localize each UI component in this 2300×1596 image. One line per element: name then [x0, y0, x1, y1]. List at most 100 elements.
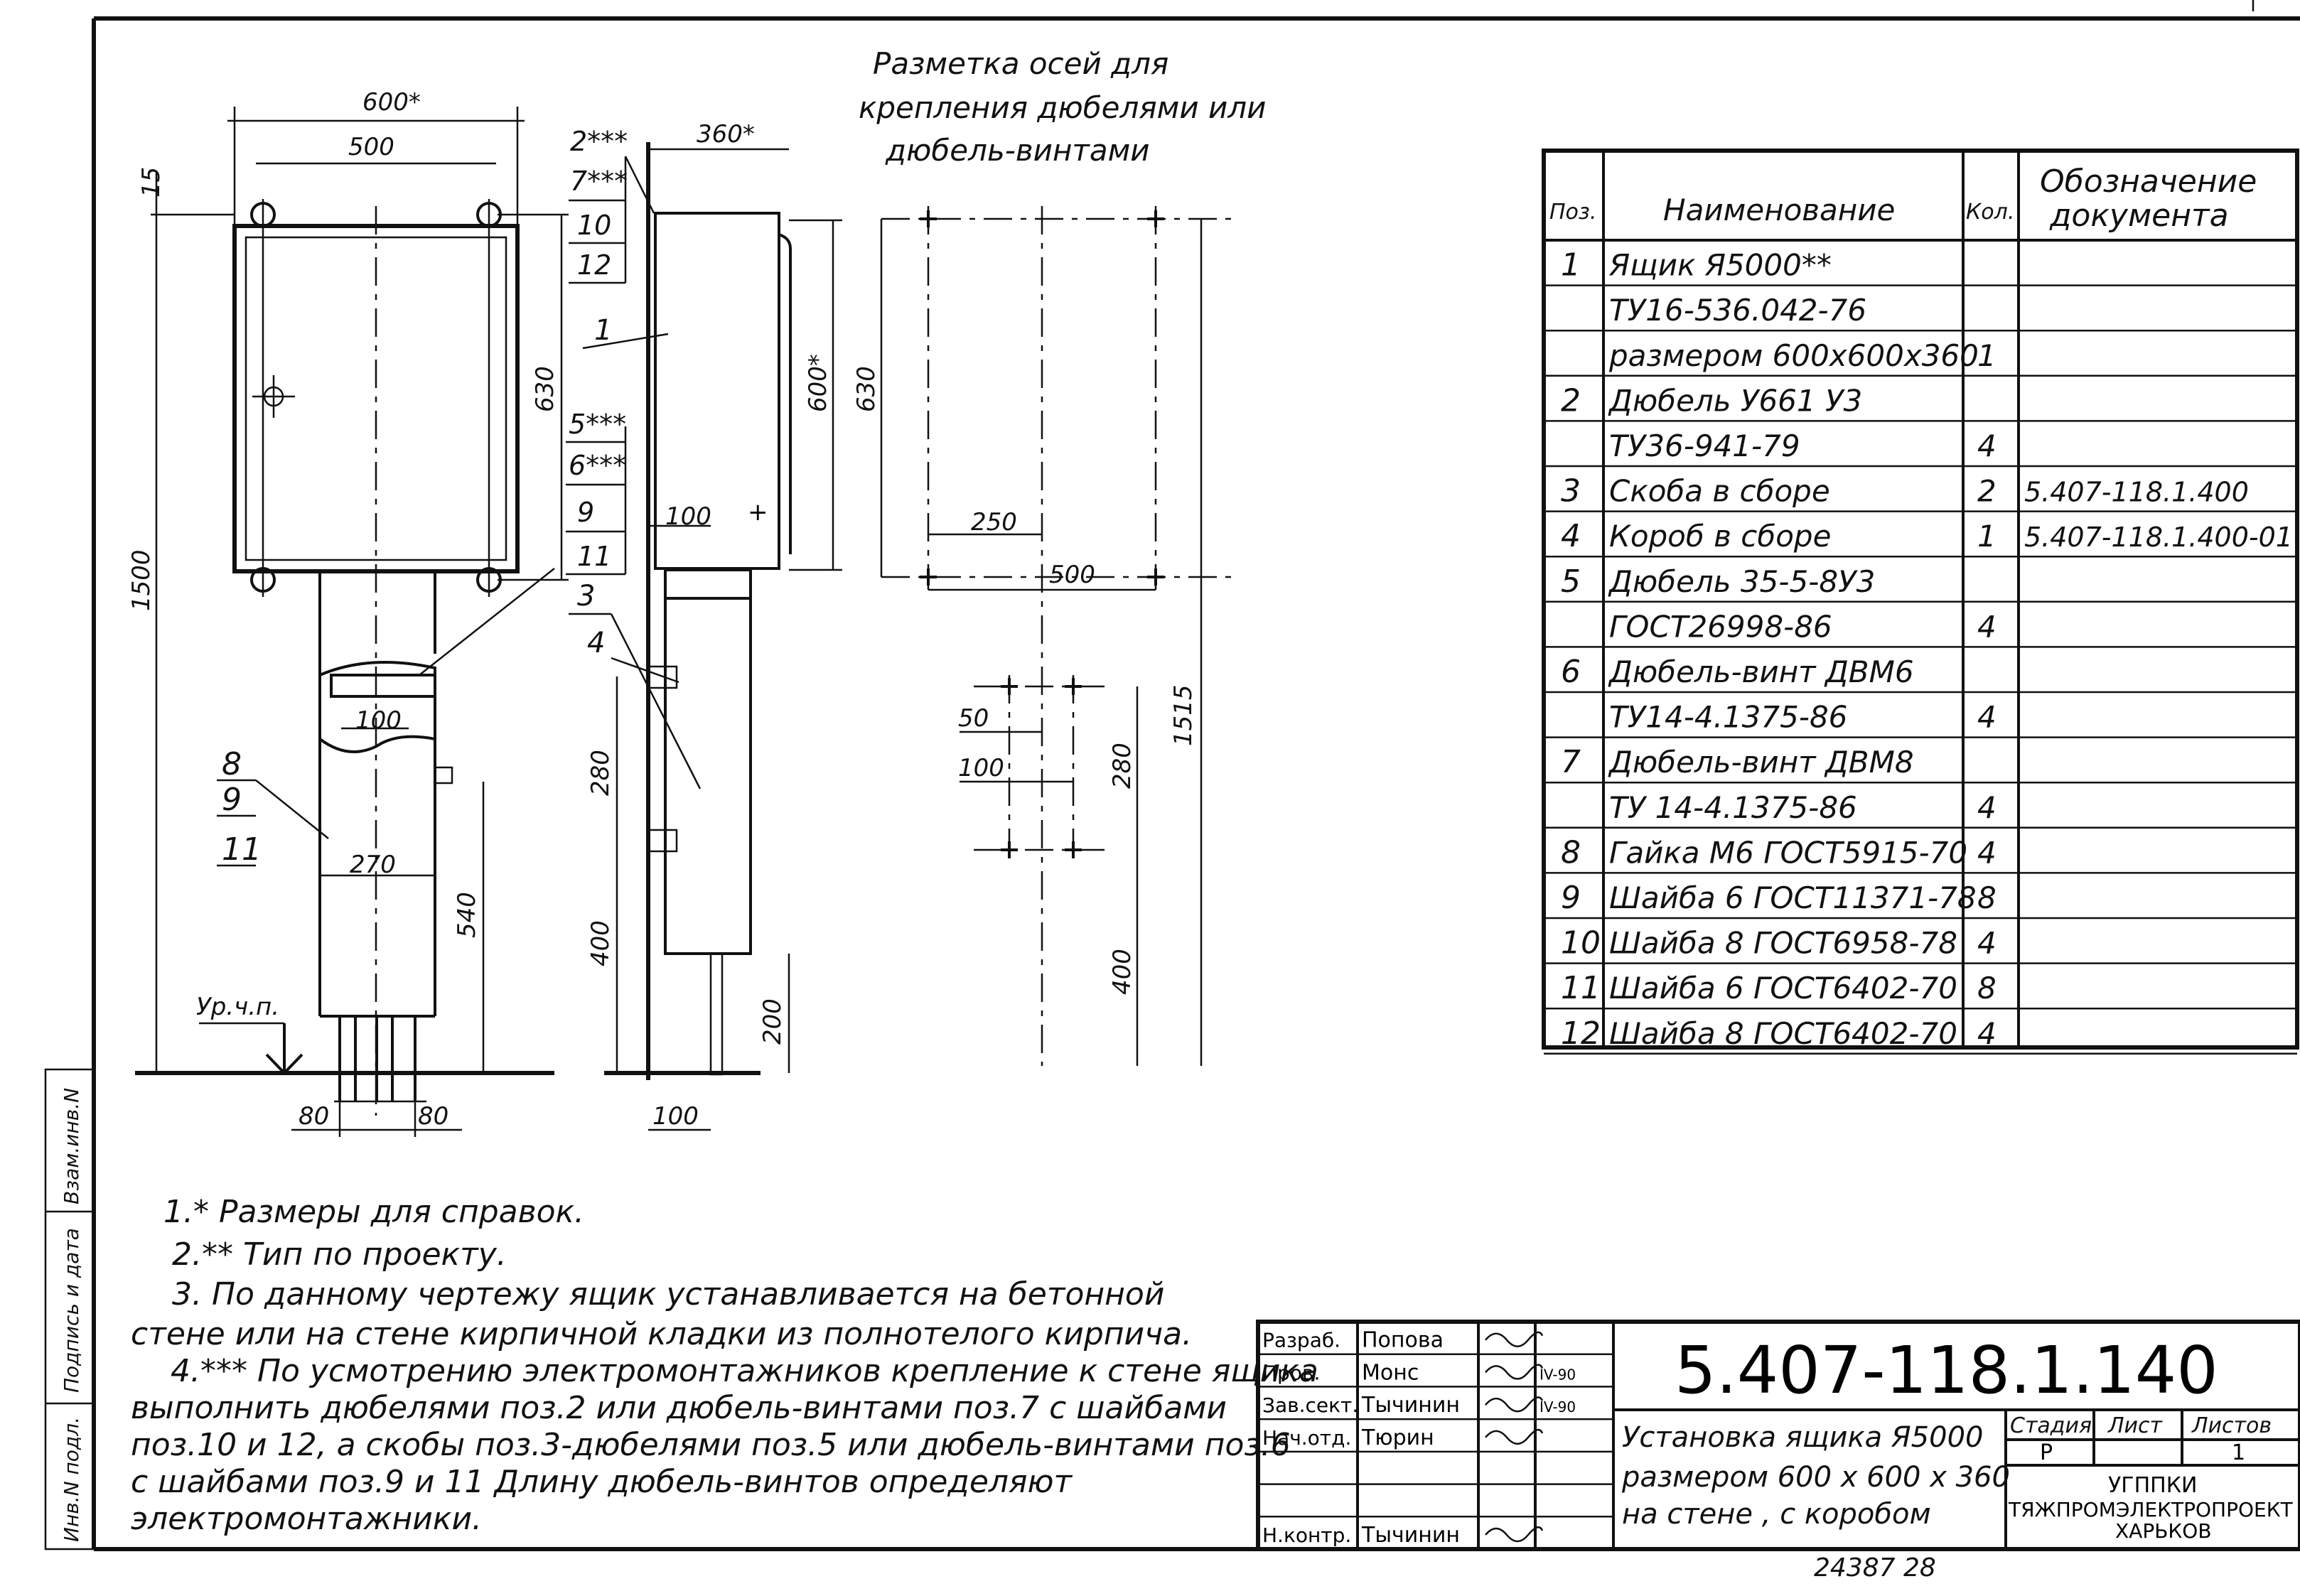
callout-8: 8 — [222, 746, 242, 782]
signature-mark — [1485, 1428, 1544, 1445]
stamp-inv: Инв.N подл. — [60, 1417, 83, 1542]
tb-role: Зав.сект. — [1262, 1393, 1358, 1417]
spec-cell-pos: 3 — [1561, 473, 1581, 509]
spec-header-pos: Поз. — [1549, 200, 1596, 225]
dim-630-markup: 630 — [852, 366, 881, 412]
spec-cell-name: ГОСТ26998-86 — [1609, 609, 1832, 644]
title-line-1: Установка ящика Я5000 — [1622, 1421, 1983, 1454]
side-callouts: 2*** 7*** 10 12 1 5*** 6*** 9 11 3 4 — [566, 126, 702, 789]
spec-cell-name: Дюбель-винт ДВМ8 — [1608, 745, 1914, 780]
spec-cell-pos: 7 — [1561, 744, 1581, 780]
dim-100-markup: 100 — [958, 754, 1004, 782]
dim-15: 15 — [137, 167, 166, 198]
spec-cell-doc: 5.407-118.1.400 — [2024, 477, 2249, 508]
spec-cell-qty: 4 — [1977, 700, 1997, 735]
dim-600-side: 600* — [804, 354, 832, 412]
dim-50: 50 — [958, 704, 989, 733]
dim-250: 250 — [971, 508, 1017, 537]
note-5: 4.*** По усмотрению электромонтажников к… — [171, 1353, 1318, 1389]
callout-3: 3 — [577, 580, 595, 613]
markup-axes: Разметка осей для крепления дюбелями или… — [852, 46, 1266, 1066]
dim-400-side: 400 — [586, 920, 615, 966]
sheets-label: Листов — [2191, 1413, 2272, 1438]
org-line-2: ТЯЖПРОМЭЛЕКТРОПРОЕКТ — [2008, 1498, 2294, 1521]
callout-11: 11 — [222, 831, 262, 868]
spec-cell-name: ТУ 14-4.1375-86 — [1609, 790, 1857, 825]
signature-mark — [1485, 1331, 1544, 1347]
tb-role: Разраб. — [1262, 1329, 1340, 1352]
spec-header-name: Наименование — [1663, 193, 1895, 227]
callout-1: 1 — [594, 314, 612, 347]
callout-12: 12 — [577, 249, 611, 281]
spec-cell-name: Шайба 8 ГОСТ6402-70 — [1609, 1016, 1957, 1051]
dim-1515: 1515 — [1169, 684, 1198, 746]
markup-title-1: Разметка осей для — [873, 46, 1168, 81]
markup-title-3: дюбель-винтами — [885, 133, 1150, 168]
sheets-value: 1 — [2232, 1440, 2245, 1465]
spec-cell-qty: 1 — [1977, 519, 1997, 554]
org-line-3: ХАРЬКОВ — [2115, 1519, 2212, 1543]
dim-80a: 80 — [299, 1102, 329, 1131]
spec-cell-name: ТУ16-536.042-76 — [1609, 293, 1866, 328]
dim-500: 500 — [348, 133, 394, 161]
dim-280-side: 280 — [586, 750, 615, 796]
spec-cell-pos: 2 — [1561, 382, 1581, 419]
stage-value: Р — [2040, 1440, 2053, 1465]
spec-cell-pos: 8 — [1561, 834, 1581, 870]
spec-cell-name: Шайба 8 ГОСТ6958-78 — [1609, 926, 1957, 961]
spec-cell-name: Дюбель У661 У3 — [1608, 383, 1862, 418]
spec-cell-pos: 4 — [1561, 518, 1581, 554]
dim-270: 270 — [350, 851, 396, 879]
stamp-sign: Подпись и дата — [60, 1228, 83, 1393]
signature-mark — [1485, 1526, 1544, 1543]
signature-mark — [1485, 1396, 1544, 1413]
spec-cell-qty: 4 — [1977, 609, 1997, 644]
spec-cell-qty: 4 — [1977, 428, 1997, 463]
floor-label: Ур.ч.п. — [196, 993, 279, 1021]
spec-cell-doc: 5.407-118.1.400-01 — [2024, 522, 2293, 553]
tb-role: Пров. — [1262, 1361, 1320, 1384]
tb-name: Монс — [1362, 1360, 1419, 1385]
dim-1500: 1500 — [127, 549, 156, 611]
callout-4: 4 — [587, 627, 605, 659]
note-6: выполнить дюбелями поз.2 или дюбель-винт… — [131, 1390, 1227, 1426]
tb-date: IV-90 — [1539, 1398, 1576, 1416]
spec-cell-name: Короб в сборе — [1609, 519, 1831, 554]
note-7: поз.10 и 12, а скобы поз.3-дюбелями поз.… — [131, 1427, 1291, 1463]
spec-cell-name: размером 600x600x360 — [1608, 338, 1979, 373]
tb-role: Н.контр. — [1262, 1524, 1351, 1547]
markup-title-2: крепления дюбелями или — [859, 90, 1266, 125]
front-view: Ур.ч.п. 600* 500 15 630 1500 100 270 540… — [127, 88, 569, 1137]
spec-cell-name: Ящик Я5000** — [1608, 248, 1832, 283]
note-4: стене или на стене кирпичной кладки из п… — [131, 1316, 1193, 1352]
dim-100-side-b: 100 — [652, 1102, 699, 1131]
tb-name: Тычинин — [1361, 1523, 1460, 1548]
spec-cell-name: Шайба 6 ГОСТ11371-78 — [1609, 880, 1977, 915]
spec-cell-name: ТУ36-941-79 — [1609, 428, 1800, 463]
callout-7: 7*** — [570, 166, 628, 197]
spec-cell-pos: 12 — [1561, 1015, 1601, 1052]
dim-100-front: 100 — [355, 706, 402, 735]
dim-400-markup: 400 — [1108, 949, 1136, 995]
tb-name: Попова — [1362, 1328, 1444, 1353]
dim-630: 630 — [531, 366, 559, 412]
title-line-3: на стене , с коробом — [1622, 1498, 1931, 1531]
stamp-replace: Взам.инв.N — [60, 1088, 83, 1204]
spec-header-doc-2: документа — [2049, 198, 2229, 234]
signature-mark — [1485, 1364, 1544, 1380]
spec-cell-pos: 6 — [1561, 654, 1581, 690]
spec-cell-name: ТУ14-4.1375-86 — [1609, 700, 1847, 735]
spec-cell-qty: 4 — [1977, 790, 1997, 825]
spec-cell-qty: 1 — [1977, 338, 1997, 373]
org-line-1: УГППКИ — [2108, 1473, 2197, 1498]
callout-11-side: 11 — [577, 541, 611, 572]
note-3: 3. По данному чертежу ящик устанавливает… — [172, 1276, 1165, 1312]
svg-text:+: + — [748, 498, 768, 527]
note-2: 2.** Тип по проекту. — [172, 1236, 507, 1273]
spec-header-qty: Кол. — [1966, 200, 2014, 225]
spec-cell-pos: 1 — [1561, 247, 1581, 284]
doc-number: 5.407-118.1.140 — [1675, 1332, 2218, 1408]
spec-cell-qty: 2 — [1977, 474, 1997, 509]
side-view: + 360* 600* 100 280 400 200 100 2*** 7**… — [566, 120, 842, 1131]
